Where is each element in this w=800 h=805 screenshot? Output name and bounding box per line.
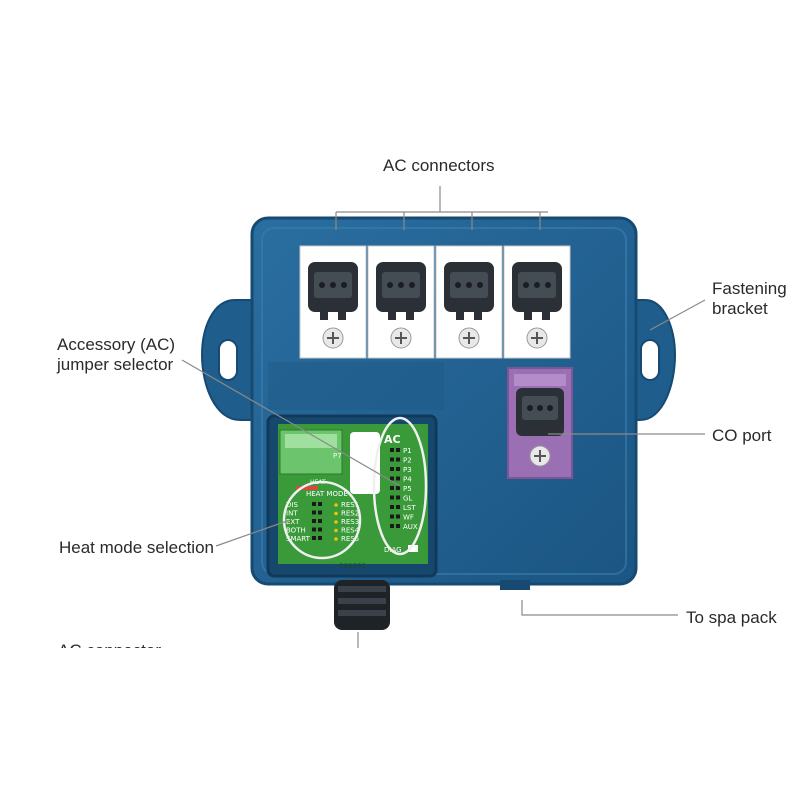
heat-mode-highlight — [282, 480, 362, 560]
pcb-heat-mode-label: HEAT MODE — [306, 490, 348, 498]
callout-fastening-line2: bracket — [712, 299, 768, 318]
res-label: RES1 — [341, 501, 359, 509]
res-label: RES3 — [341, 518, 359, 526]
ac-pin-5 — [390, 495, 394, 500]
ac-pin-0 — [390, 448, 394, 452]
ac-pin-label: P3 — [403, 466, 412, 474]
heat-mode-option: BOTH — [286, 527, 306, 535]
ac-connector-panels — [299, 245, 571, 359]
ac-pin-3 — [390, 476, 394, 481]
callout-co-port: CO port — [712, 426, 772, 445]
ac-pin-4 — [390, 486, 394, 490]
pcb-ac-label: AC — [384, 433, 401, 446]
ac-pin-label: P2 — [403, 457, 412, 465]
res-label: RES5 — [341, 535, 359, 543]
ac-connector-4 — [503, 245, 571, 359]
right-bracket-slot — [640, 339, 660, 381]
ac-pin-1 — [390, 457, 394, 462]
callout-heat-mode: Heat mode selection — [59, 538, 214, 557]
cable-gland — [334, 580, 390, 630]
ac-connector-2 — [367, 245, 435, 359]
ac-pin-8 — [390, 524, 394, 528]
callout-fastening-line1: Fastening — [712, 279, 787, 298]
ac-pin-label: P1 — [403, 447, 412, 455]
res-label: RES4 — [341, 527, 360, 535]
res-label: RES2 — [341, 510, 359, 518]
ac-pin-label: P4 — [403, 476, 412, 484]
callout-jumper-line2: jumper selector — [57, 355, 174, 374]
ac-connector-1 — [299, 245, 367, 359]
ac-pin-label: AUX — [403, 523, 418, 531]
ac-pin-2 — [390, 467, 394, 471]
heat-mode-option: INT — [286, 510, 298, 518]
left-bracket-slot — [218, 339, 238, 381]
callout-fastening-bracket: Fastening bracket — [712, 279, 787, 319]
ac-pin-label: GL — [403, 495, 412, 503]
ac-pin-label: P5 — [403, 485, 412, 493]
ac-pin-label: WF — [403, 514, 414, 522]
heat-mode-option: SMART — [286, 535, 311, 543]
callout-jumper-line1: Accessory (AC) — [57, 335, 176, 354]
jumper-selector-highlight — [372, 416, 428, 556]
co-port — [507, 367, 573, 479]
ac-pin-6 — [390, 505, 394, 509]
heat-mode-option: EXT — [286, 518, 300, 526]
callout-spa-pack: To spa pack — [686, 608, 777, 627]
callout-ac-connectors: AC connectors — [383, 156, 495, 175]
pcb-part-number: ...-509292 — [330, 562, 366, 570]
callout-cut-off: AC connector — [58, 640, 161, 648]
pcb-p7-label: P7 — [333, 452, 342, 460]
callout-jumper-selector: Accessory (AC) jumper selector — [57, 335, 175, 375]
heat-mode-option: DIS — [286, 501, 298, 509]
ac-pin-7 — [390, 514, 394, 519]
ac-pin-label: LST — [403, 504, 416, 512]
callout-lines — [181, 186, 706, 648]
ac-connector-3 — [435, 245, 503, 359]
